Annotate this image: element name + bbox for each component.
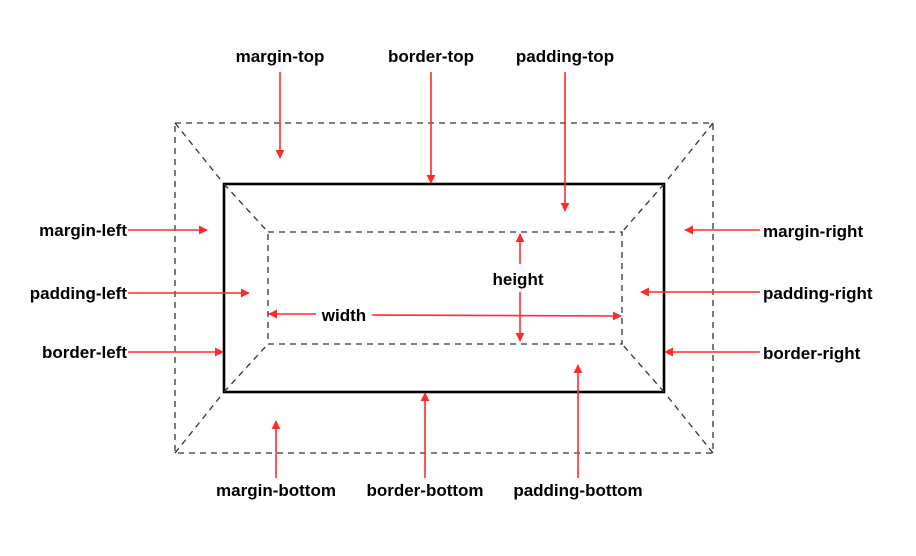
content-box	[267, 231, 623, 345]
padding-bottom-label: padding-bottom	[513, 481, 642, 500]
height-label: height	[493, 270, 544, 289]
border-bottom-label: border-bottom	[366, 481, 483, 500]
padding-right-label: padding-right	[763, 284, 873, 303]
margin-corner-lines	[174, 122, 714, 454]
margin-right-label: margin-right	[763, 222, 863, 241]
border-right-label: border-right	[763, 344, 861, 363]
margin-left-label: margin-left	[39, 221, 127, 240]
width-arrow-right	[371, 311, 622, 321]
margin-top-label: margin-top	[236, 47, 325, 66]
border-top-label: border-top	[388, 47, 474, 66]
border-box	[222, 182, 666, 394]
padding-top-label: padding-top	[516, 47, 614, 66]
padding-left-label: padding-left	[30, 284, 128, 303]
margin-bottom-label: margin-bottom	[216, 481, 336, 500]
margin-box	[174, 122, 714, 454]
padding-corner-lines	[223, 183, 665, 393]
border-left-label: border-left	[42, 343, 127, 362]
width-label: width	[321, 306, 366, 325]
